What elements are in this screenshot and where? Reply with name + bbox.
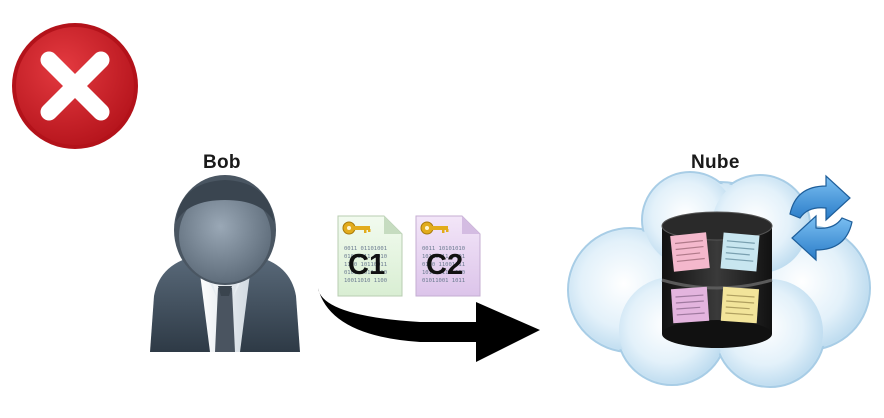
user-icon (150, 175, 300, 352)
file-c2-label: C2 (426, 249, 463, 281)
file-c2: 0011 10101010 10110011 0001 0100 1100101… (415, 215, 481, 297)
actor-label: Bob (203, 152, 241, 173)
svg-text:0011 10101010: 0011 10101010 (422, 246, 465, 252)
svg-text:0100 11001011: 0100 11001011 (422, 262, 465, 268)
key-icon (342, 221, 371, 235)
svg-text:10011010 1100: 10011010 1100 (344, 278, 387, 284)
svg-text:0011 01101001: 0011 01101001 (344, 246, 387, 252)
file-c1-label: C1 (348, 249, 385, 281)
sync-icon (789, 174, 853, 262)
svg-text:01011001 1011: 01011001 1011 (422, 278, 465, 284)
svg-text:1011 0110 110: 1011 0110 110 (422, 270, 465, 276)
key-icon (420, 221, 449, 235)
svg-text:0101 1011 010: 0101 1011 010 (344, 270, 387, 276)
cloud-label: Nube (691, 152, 740, 173)
svg-text:1100 10110011: 1100 10110011 (344, 262, 387, 268)
error-x-icon (12, 23, 138, 149)
file-c1: 0011 01101001 01001011 0010 1100 1011001… (337, 215, 403, 297)
database-icon (661, 211, 773, 348)
arrow-right-icon (318, 288, 540, 362)
svg-text:01001011 0010: 01001011 0010 (344, 254, 387, 260)
svg-text:10110011 0001: 10110011 0001 (422, 254, 465, 260)
